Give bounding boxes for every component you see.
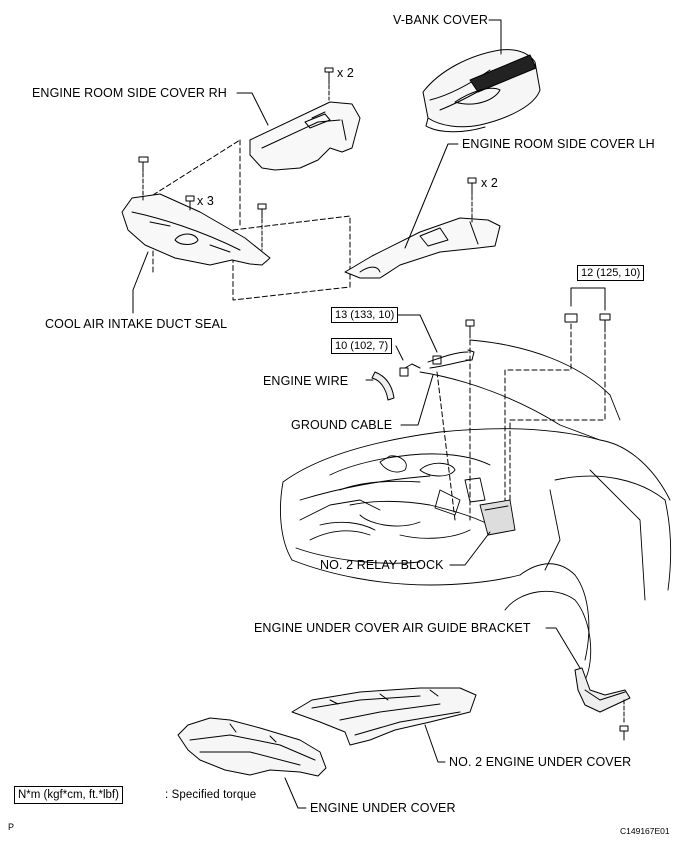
legend-torque-text: : Specified torque	[165, 789, 257, 801]
torque-relay-block-nut: 12 (125, 10)	[577, 265, 645, 281]
label-engine-wire: ENGINE WIRE	[263, 374, 349, 388]
qty-lh-clips: x 2	[481, 176, 498, 190]
qty-seal-clips: x 3	[197, 194, 214, 208]
clip-seal-right	[257, 203, 267, 219]
bracket-bolt	[619, 725, 629, 741]
engine-room-side-cover-lh-part	[344, 217, 501, 279]
label-engine-room-side-cover-rh: ENGINE ROOM SIDE COVER RH	[32, 86, 227, 100]
engine-under-cover-part	[177, 717, 327, 777]
label-engine-under-cover: ENGINE UNDER COVER	[310, 801, 456, 815]
v-bank-cover-part	[422, 49, 541, 133]
bolt-rh	[324, 67, 334, 85]
label-v-bank-cover: V-BANK COVER	[393, 13, 488, 27]
label-engine-room-side-cover-lh: ENGINE ROOM SIDE COVER LH	[462, 137, 655, 151]
engine-under-cover-air-guide-bracket-part	[574, 667, 631, 713]
label-engine-under-cover-air-guide-bracket: ENGINE UNDER COVER AIR GUIDE BRACKET	[254, 621, 531, 635]
torque-ground-cable-lower: 10 (102, 7)	[331, 338, 393, 354]
engine-wire-part	[371, 371, 395, 401]
engine-room-side-cover-rh-part	[249, 101, 361, 171]
vehicle-body-outline	[280, 339, 672, 681]
label-cool-air-intake-duct-seal: COOL AIR INTAKE DUCT SEAL	[45, 317, 228, 331]
label-no2-engine-under-cover: NO. 2 ENGINE UNDER COVER	[449, 755, 632, 769]
clip-seal-x3	[185, 195, 195, 211]
footer-left-mark: P	[8, 822, 15, 832]
relay-block-fasteners	[564, 313, 611, 333]
no2-engine-under-cover-part	[291, 687, 477, 746]
figure-id: C149167E01	[620, 826, 670, 836]
ground-cable-part	[399, 319, 475, 377]
qty-rh-clips: x 2	[337, 66, 354, 80]
torque-ground-cable-upper: 13 (133, 10)	[331, 307, 399, 323]
bolt-lh	[467, 177, 477, 196]
legend-torque-box: N*m (kgf*cm, ft.*lbf)	[14, 786, 123, 804]
cool-air-intake-duct-seal-part	[121, 193, 271, 266]
label-no2-relay-block: NO. 2 RELAY BLOCK	[320, 558, 444, 572]
label-ground-cable: GROUND CABLE	[291, 418, 393, 432]
clip-seal-left	[138, 156, 149, 173]
